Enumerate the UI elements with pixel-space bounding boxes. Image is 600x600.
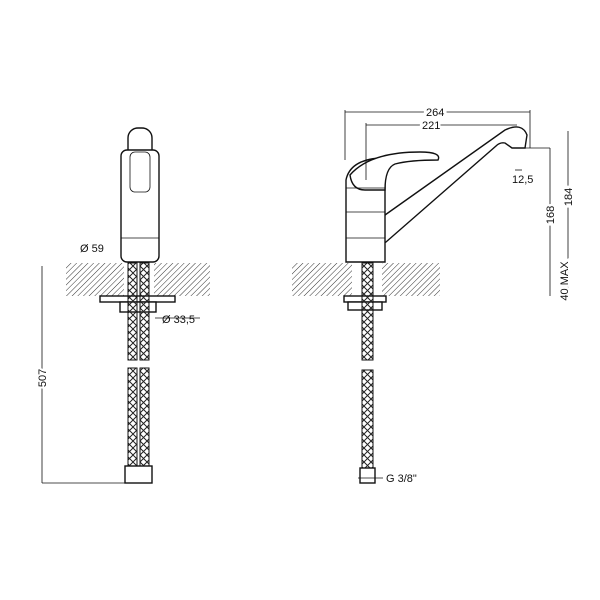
spout-height-label: 168 (545, 206, 557, 224)
hose-nut (124, 465, 153, 484)
handle-window (129, 151, 151, 193)
front-view: 507 Ø 59 Ø 33,5 (35, 127, 210, 484)
hose-upper-right (139, 262, 150, 361)
spout (379, 126, 528, 245)
aerator-offset-label: 12,5 (512, 174, 533, 186)
lever-handle (349, 151, 440, 191)
mounting-nut (119, 301, 157, 313)
hose-upper (361, 262, 374, 361)
body-diameter-label: Ø 59 (80, 243, 104, 255)
faucet-body (120, 149, 160, 263)
hose-lower (361, 369, 374, 469)
hose-nut (359, 467, 376, 484)
counter-thickness-label: 40 MAX (559, 261, 571, 301)
overall-height-label: 184 (563, 188, 575, 206)
side-view: 264 221 12,5 168 184 40 MAX G 3/8" (292, 105, 578, 485)
connection-thread-label: G 3/8" (386, 473, 417, 485)
hole-diameter-label: Ø 33,5 (162, 314, 195, 326)
hose-lower-right (139, 367, 150, 467)
hose-length-label: 507 (37, 369, 49, 387)
spout-reach-label: 221 (422, 120, 440, 132)
hose-upper-left (127, 262, 138, 361)
overall-reach-label: 264 (426, 107, 444, 119)
hose-lower-left (127, 367, 138, 467)
